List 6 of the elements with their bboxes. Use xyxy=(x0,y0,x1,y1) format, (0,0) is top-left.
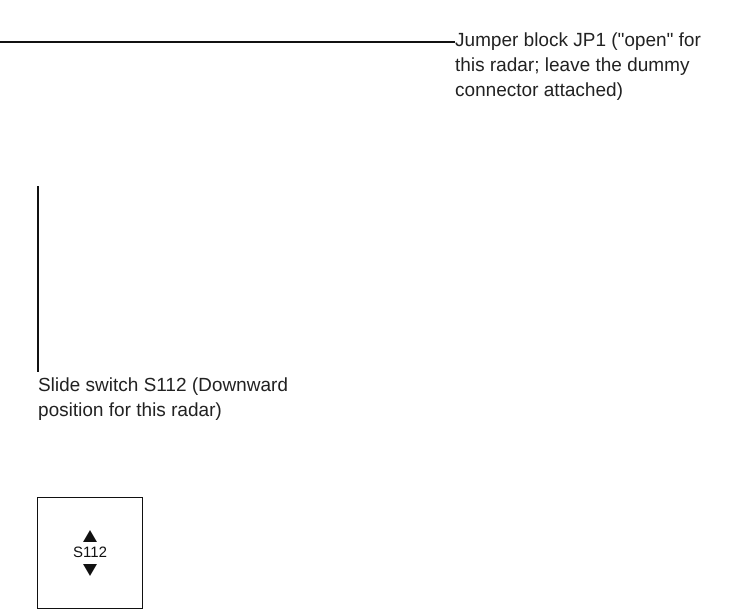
switch-name: S112 xyxy=(73,544,107,562)
leader-line xyxy=(37,186,39,372)
leader-line xyxy=(0,41,455,43)
callout-text: Slide switch S112 (Downward position for this radar) xyxy=(38,373,298,423)
switch-label-plate xyxy=(37,497,143,609)
callout-text: Jumper block JP1 ("open" for this radar; leave the dummy connector attached) xyxy=(455,28,725,103)
